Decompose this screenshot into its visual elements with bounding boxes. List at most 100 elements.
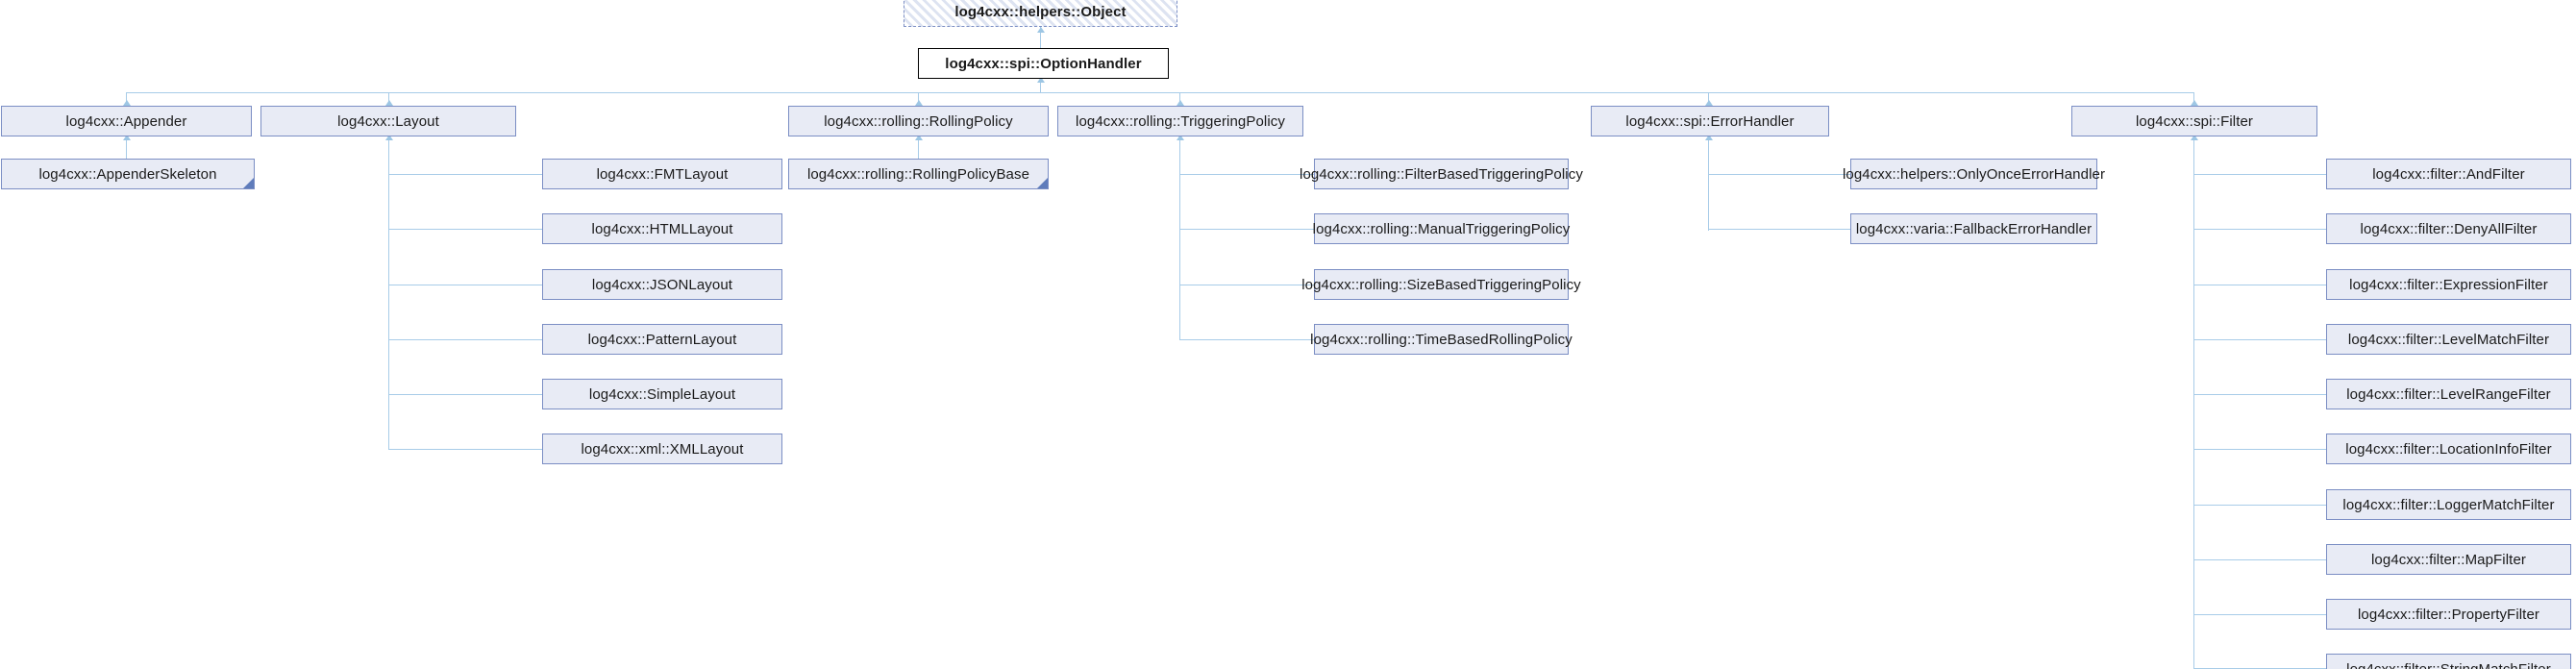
node-label: log4cxx::SimpleLayout: [588, 385, 736, 403]
arrowhead-layout-child: [385, 135, 393, 140]
node-label: log4cxx::rolling::TimeBasedRollingPolicy: [1310, 331, 1573, 348]
node-log4cxx-fmtlayout[interactable]: log4cxx::FMTLayout: [542, 159, 782, 189]
node-label: log4cxx::JSONLayout: [591, 276, 733, 293]
edge-triggering-manual: [1179, 229, 1314, 230]
edge-layout-simple: [388, 394, 542, 395]
node-log4cxx-rolling-filterbasedtriggeringpolicy[interactable]: log4cxx::rolling::FilterBasedTriggeringP…: [1300, 159, 1583, 189]
arrowhead-errorhandler: [1705, 100, 1713, 106]
node-log4cxx-filter-mapfilter[interactable]: log4cxx::filter::MapFilter: [2326, 544, 2571, 575]
node-label: log4cxx::filter::ExpressionFilter: [2349, 276, 2548, 293]
edge-filter-levelmatch: [2193, 339, 2326, 340]
edge-layout-trunk: [388, 136, 389, 449]
edge-rollingpolicy-base: [918, 136, 919, 159]
edge-filter-locationinfo: [2193, 449, 2326, 450]
node-label: log4cxx::filter::LocationInfoFilter: [2345, 440, 2552, 458]
node-log4cxx-htmllayout[interactable]: log4cxx::HTMLLayout: [542, 213, 782, 244]
node-log4cxx-varia-fallbackerrorhandler[interactable]: log4cxx::varia::FallbackErrorHandler: [1850, 213, 2097, 244]
edge-triggering-timebased: [1179, 339, 1314, 340]
node-label: log4cxx::filter::LevelRangeFilter: [2346, 385, 2551, 403]
node-log4cxx-jsonlayout[interactable]: log4cxx::JSONLayout: [542, 269, 782, 300]
node-log4cxx-filter-loggermatchfilter[interactable]: log4cxx::filter::LoggerMatchFilter: [2326, 489, 2571, 520]
node-label: log4cxx::Layout: [337, 112, 439, 130]
edge-filter-levelrange: [2193, 394, 2326, 395]
arrowhead-filter-child: [2191, 135, 2198, 140]
node-log4cxx-rolling-rollingpolicy[interactable]: log4cxx::rolling::RollingPolicy: [788, 106, 1049, 136]
node-label: log4cxx::filter::StringMatchFilter: [2346, 660, 2551, 669]
node-label: log4cxx::Appender: [65, 112, 187, 130]
node-label: log4cxx::rolling::SizeBasedTriggeringPol…: [1301, 276, 1581, 293]
node-label: log4cxx::helpers::Object: [954, 3, 1127, 20]
node-label: log4cxx::filter::PropertyFilter: [2358, 606, 2539, 623]
node-label: log4cxx::AppenderSkeleton: [38, 165, 217, 183]
edge-drop-errorhandler: [1708, 92, 1709, 106]
edge-layout-xml: [388, 449, 542, 450]
node-label: log4cxx::rolling::ManualTriggeringPolicy: [1312, 220, 1571, 237]
node-log4cxx-rolling-triggeringpolicy[interactable]: log4cxx::rolling::TriggeringPolicy: [1057, 106, 1303, 136]
node-log4cxx-appenderskeleton[interactable]: log4cxx::AppenderSkeleton: [1, 159, 255, 189]
arrowhead-rollingpolicy-child: [915, 135, 923, 140]
node-log4cxx-spi-filter[interactable]: log4cxx::spi::Filter: [2071, 106, 2317, 136]
arrowhead-layout: [385, 100, 393, 106]
node-log4cxx-patternlayout[interactable]: log4cxx::PatternLayout: [542, 324, 782, 355]
node-log4cxx-filter-locationinfofilter[interactable]: log4cxx::filter::LocationInfoFilter: [2326, 434, 2571, 464]
node-label: log4cxx::filter::LevelMatchFilter: [2347, 331, 2550, 348]
node-log4cxx-helpers-onlyonceerrorhandler[interactable]: log4cxx::helpers::OnlyOnceErrorHandler: [1843, 159, 2105, 189]
edge-filter-and: [2193, 174, 2326, 175]
node-log4cxx-filter-denyallfilter[interactable]: log4cxx::filter::DenyAllFilter: [2326, 213, 2571, 244]
node-log4cxx-appender[interactable]: log4cxx::Appender: [1, 106, 252, 136]
edge-triggering-filterbased: [1179, 174, 1314, 175]
node-label: log4cxx::HTMLLayout: [591, 220, 733, 237]
node-log4cxx-rolling-manualtriggeringpolicy[interactable]: log4cxx::rolling::ManualTriggeringPolicy: [1313, 213, 1570, 244]
edge-filter-property: [2193, 614, 2326, 615]
edge-appender-skeleton: [126, 136, 127, 159]
node-label: log4cxx::filter::AndFilter: [2372, 165, 2525, 183]
arrowhead-appender-child: [123, 135, 131, 140]
node-label: log4cxx::FMTLayout: [596, 165, 729, 183]
edge-filter-trunk: [2193, 136, 2194, 669]
arrowhead-appender: [123, 100, 131, 106]
node-log4cxx-layout[interactable]: log4cxx::Layout: [260, 106, 516, 136]
node-label: log4cxx::rolling::RollingPolicyBase: [806, 165, 1030, 183]
node-log4cxx-rolling-sizebasedtriggeringpolicy[interactable]: log4cxx::rolling::SizeBasedTriggeringPol…: [1301, 269, 1581, 300]
edge-layout-fmt: [388, 174, 542, 175]
arrowhead-rollingpolicy: [915, 100, 923, 106]
node-log4cxx-filter-levelmatchfilter[interactable]: log4cxx::filter::LevelMatchFilter: [2326, 324, 2571, 355]
edge-layout-pattern: [388, 339, 542, 340]
node-label: log4cxx::rolling::TriggeringPolicy: [1076, 112, 1285, 130]
edge-optionhandler-down: [1040, 79, 1041, 92]
arrowhead-triggeringpolicy: [1177, 100, 1184, 106]
edge-errorhandler-fallback: [1708, 229, 1850, 230]
edge-drop-rollingpolicy: [918, 92, 919, 106]
edge-drop-filter: [2193, 92, 2194, 106]
node-log4cxx-filter-stringmatchfilter[interactable]: log4cxx::filter::StringMatchFilter: [2326, 654, 2571, 669]
node-log4cxx-filter-andfilter[interactable]: log4cxx::filter::AndFilter: [2326, 159, 2571, 189]
edge-drop-appender: [126, 92, 127, 106]
node-log4cxx-filter-expressionfilter[interactable]: log4cxx::filter::ExpressionFilter: [2326, 269, 2571, 300]
node-label: log4cxx::xml::XMLLayout: [581, 440, 744, 458]
node-log4cxx-xml-xmllayout[interactable]: log4cxx::xml::XMLLayout: [542, 434, 782, 464]
node-label: log4cxx::filter::DenyAllFilter: [2360, 220, 2538, 237]
node-label: log4cxx::rolling::FilterBasedTriggeringP…: [1300, 165, 1583, 183]
node-label: log4cxx::filter::MapFilter: [2371, 551, 2526, 568]
node-label: log4cxx::varia::FallbackErrorHandler: [1855, 220, 2093, 237]
node-log4cxx-rolling-timebasedrollingpolicy[interactable]: log4cxx::rolling::TimeBasedRollingPolicy: [1310, 324, 1573, 355]
node-log4cxx-helpers-object[interactable]: log4cxx::helpers::Object: [904, 0, 1177, 27]
edge-filter-map: [2193, 559, 2326, 560]
edge-layout-html: [388, 229, 542, 230]
node-label: log4cxx::spi::OptionHandler: [945, 55, 1142, 72]
arrowhead-optionhandler: [1037, 77, 1045, 83]
arrowhead-object: [1037, 27, 1045, 33]
node-log4cxx-simplelayout[interactable]: log4cxx::SimpleLayout: [542, 379, 782, 409]
node-log4cxx-spi-errorhandler[interactable]: log4cxx::spi::ErrorHandler: [1591, 106, 1829, 136]
node-label: log4cxx::spi::Filter: [2135, 112, 2254, 130]
edge-filter-loggermatch: [2193, 505, 2326, 506]
node-log4cxx-rolling-rollingpolicybase[interactable]: log4cxx::rolling::RollingPolicyBase: [788, 159, 1049, 189]
edge-errorhandler-onlyonce: [1708, 174, 1850, 175]
node-log4cxx-filter-levelrangefilter[interactable]: log4cxx::filter::LevelRangeFilter: [2326, 379, 2571, 409]
node-log4cxx-filter-propertyfilter[interactable]: log4cxx::filter::PropertyFilter: [2326, 599, 2571, 630]
arrowhead-filter: [2191, 100, 2198, 106]
node-label: log4cxx::helpers::OnlyOnceErrorHandler: [1842, 165, 2106, 183]
edge-errorhandler-trunk: [1708, 136, 1709, 231]
node-log4cxx-spi-optionhandler[interactable]: log4cxx::spi::OptionHandler: [918, 48, 1169, 79]
